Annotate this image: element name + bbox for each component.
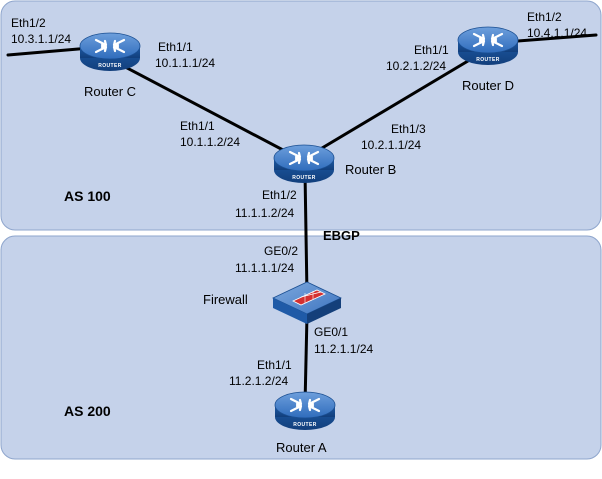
- router-cap-label: ROUTER: [98, 63, 122, 69]
- link-d-b: [300, 50, 485, 162]
- interface-b-eth12: Eth1/2 11.1.1.2/24: [235, 188, 297, 220]
- router-cap-label: ROUTER: [292, 175, 316, 181]
- interface-ip: 11.2.1.1/24: [314, 342, 373, 356]
- link-c-b: [110, 58, 304, 162]
- router-c[interactable]: ROUTER: [79, 32, 141, 71]
- interface-ip: 10.2.1.2/24: [386, 59, 446, 73]
- router-arrows-icon: [472, 32, 504, 48]
- interface-ip: 11.1.1.1/24: [235, 261, 294, 275]
- interface-fw-ge02: GE0/2 11.1.1.1/24: [235, 244, 298, 275]
- interface-d-eth11: Eth1/1 10.2.1.2/24: [386, 43, 449, 73]
- interface-name: Eth1/2: [527, 10, 562, 24]
- interface-ip: 10.1.1.1/24: [155, 56, 215, 70]
- interface-ip: 11.1.1.2/24: [235, 206, 294, 220]
- links: [6, 33, 598, 407]
- interface-name: Eth1/2: [11, 16, 46, 30]
- router-a-name: Router A: [276, 440, 327, 455]
- interface-name: Eth1/1: [414, 43, 449, 57]
- interface-name: Eth1/2: [262, 188, 297, 202]
- interface-c-eth12: Eth1/2 10.3.1.1/24: [11, 16, 71, 46]
- router-cap-label: ROUTER: [293, 422, 317, 428]
- interface-fw-ge01: GE0/1 11.2.1.1/24: [314, 325, 373, 356]
- as100-label: AS 100: [64, 188, 111, 204]
- link-c-external: [6, 46, 92, 57]
- router-d-name: Router D: [462, 78, 514, 93]
- router-cap-label: ROUTER: [476, 57, 500, 63]
- router-arrows-icon: [288, 150, 320, 166]
- link-d-external: [503, 33, 598, 44]
- as200-label: AS 200: [64, 403, 111, 419]
- router-arrows-icon: [94, 38, 126, 54]
- as200-area: [0, 235, 602, 460]
- interface-name: Eth1/3: [391, 122, 426, 136]
- link-b-firewall: [303, 170, 309, 297]
- interface-a-eth11: Eth1/1 11.2.1.2/24: [229, 358, 292, 388]
- interface-ip: 10.4.1.1/24: [527, 26, 587, 40]
- router-arrows-icon: [289, 397, 321, 413]
- interface-ip: 10.2.1.1/24: [361, 138, 421, 152]
- ebgp-label: EBGP: [323, 228, 360, 243]
- firewall-name: Firewall: [203, 292, 248, 307]
- interface-ip: 10.1.1.2/24: [180, 135, 240, 149]
- interface-name: GE0/2: [264, 244, 298, 258]
- interface-c-eth11: Eth1/1 10.1.1.1/24: [155, 40, 215, 70]
- interface-d-eth12: Eth1/2 10.4.1.1/24: [527, 10, 587, 40]
- router-d[interactable]: ROUTER: [457, 26, 519, 65]
- link-firewall-a: [303, 313, 309, 407]
- interface-name: GE0/1: [314, 325, 348, 339]
- interface-b-eth13: Eth1/3 10.2.1.1/24: [361, 122, 426, 152]
- interface-name: Eth1/1: [180, 119, 215, 133]
- router-b[interactable]: ROUTER: [273, 144, 335, 183]
- interface-b-eth11: Eth1/1 10.1.1.2/24: [180, 119, 240, 149]
- interface-name: Eth1/1: [158, 40, 193, 54]
- router-c-name: Router C: [84, 84, 136, 99]
- interface-name: Eth1/1: [257, 358, 292, 372]
- router-a[interactable]: ROUTER: [274, 391, 336, 430]
- router-b-name: Router B: [345, 162, 396, 177]
- firewall-brick-icon: [292, 289, 326, 306]
- firewall[interactable]: [272, 281, 342, 324]
- interface-ip: 10.3.1.1/24: [11, 32, 71, 46]
- interface-ip: 11.2.1.2/24: [229, 374, 288, 388]
- as100-area: [0, 0, 602, 231]
